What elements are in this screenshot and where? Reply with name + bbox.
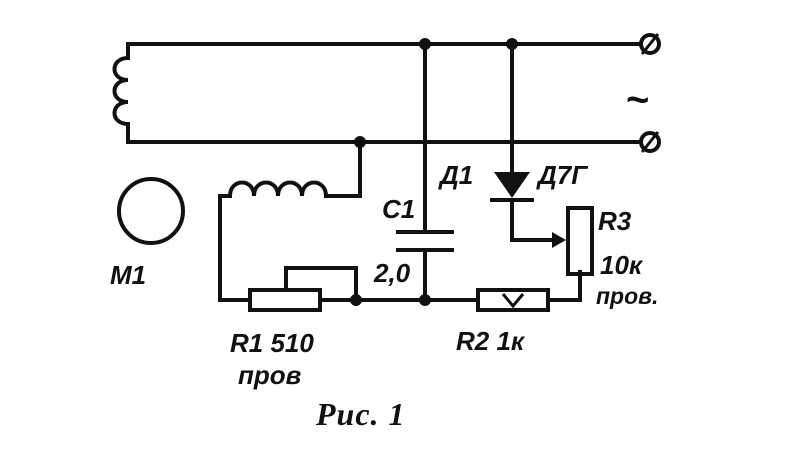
r1-note-label: пров — [238, 360, 302, 390]
diode-d1 — [494, 172, 530, 198]
motor-winding-coil — [112, 42, 130, 144]
capacitor-ref-label: C1 — [382, 194, 416, 224]
diode-lead — [510, 42, 554, 242]
diode-ref-label: Д1 — [440, 160, 474, 190]
terminal-top — [639, 33, 661, 55]
ac-symbol-label: ~ — [626, 78, 650, 122]
resistor-r3 — [566, 206, 594, 276]
resistor-r1 — [248, 288, 322, 312]
motor-m1-symbol — [117, 177, 185, 245]
terminal-bottom — [639, 131, 661, 153]
figure-caption: Рис. 1 — [316, 396, 406, 432]
r1-label: R1 510 — [230, 328, 314, 358]
r1-wiper — [284, 266, 358, 302]
capacitor-value-label: 2,0 — [374, 258, 411, 288]
motor-label: M1 — [110, 260, 147, 290]
r2-mark — [501, 293, 525, 309]
r3-wiper-arrow — [552, 232, 566, 248]
r2-to-r3-wire — [546, 270, 582, 302]
r3-ref-label: R3 — [598, 206, 632, 236]
field-winding-coil — [218, 140, 362, 302]
r3-note-label: пров. — [596, 283, 659, 309]
r3-value-label: 10к — [600, 250, 643, 280]
diode-type-label: Д7Г — [538, 160, 588, 190]
r2-label: R2 1к — [456, 326, 525, 356]
